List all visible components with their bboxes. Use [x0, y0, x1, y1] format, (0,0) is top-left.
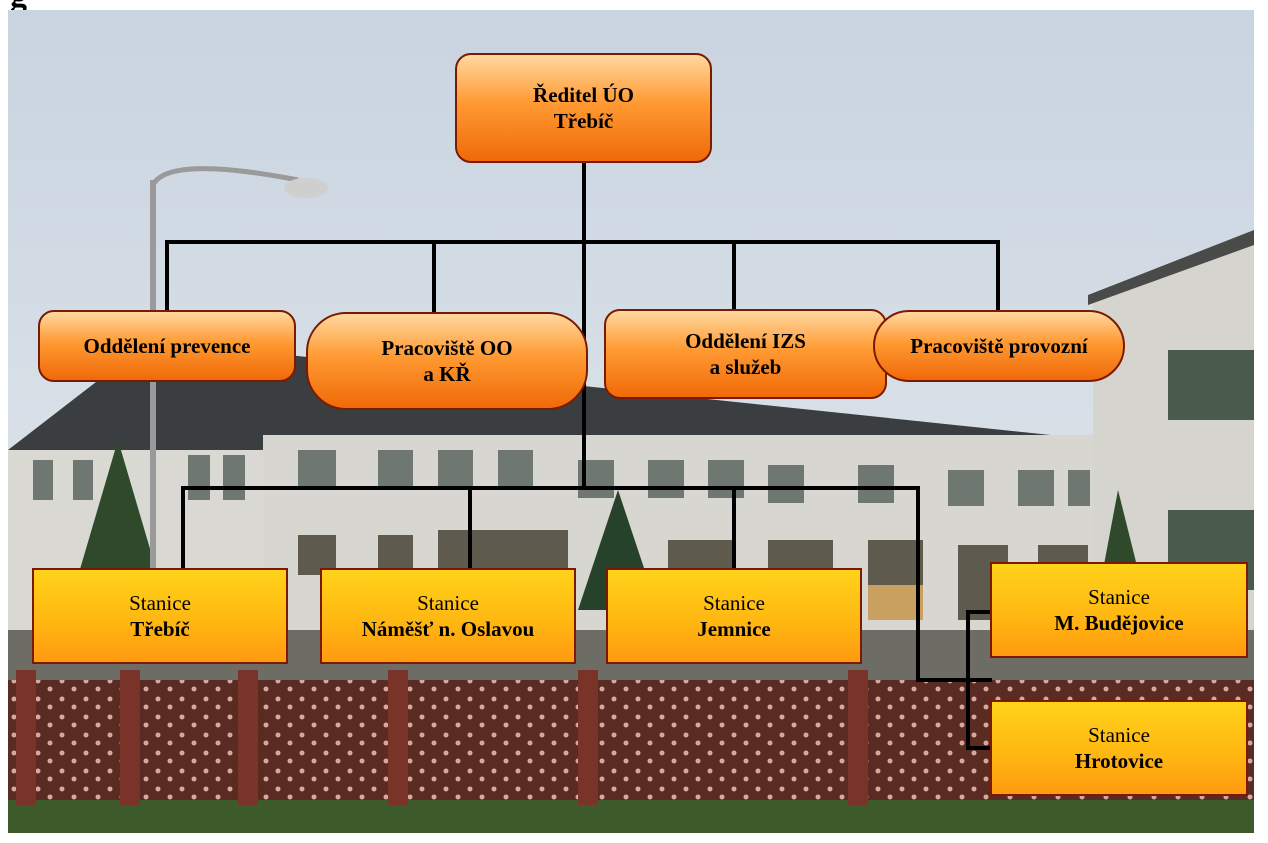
department-oo-kr: Pracoviště OO a KŘ — [306, 312, 588, 410]
station-label: Stanice — [417, 590, 479, 615]
station-namest: Stanice Náměšť n. Oslavou — [320, 568, 576, 664]
station-label: Stanice — [129, 590, 191, 615]
department-label: Oddělení IZS — [685, 328, 806, 353]
station-m-budejovice: Stanice M. Budějovice — [990, 562, 1248, 658]
department-label: Oddělení prevence — [83, 333, 251, 358]
department-label-line2: a KŘ — [423, 362, 471, 386]
station-name: M. Budějovice — [1054, 611, 1184, 635]
station-label: Stanice — [703, 590, 765, 615]
department-label: Pracoviště provozní — [910, 333, 1088, 358]
department-provozni: Pracoviště provozní — [873, 310, 1125, 382]
station-name: Náměšť n. Oslavou — [361, 617, 535, 641]
station-jemnice: Stanice Jemnice — [606, 568, 862, 664]
department-label: Pracoviště OO — [381, 335, 513, 360]
director-title: Ředitel ÚO — [533, 82, 634, 107]
station-hrotovice: Stanice Hrotovice — [990, 700, 1248, 796]
department-label-line2: a služeb — [709, 355, 782, 379]
station-name: Jemnice — [697, 617, 771, 641]
station-label: Stanice — [1088, 722, 1150, 747]
director-box: Ředitel ÚO Třebíč — [455, 53, 712, 163]
station-trebic: Stanice Třebíč — [32, 568, 288, 664]
department-prevence: Oddělení prevence — [38, 310, 296, 382]
station-name: Třebíč — [130, 617, 190, 641]
department-izs: Oddělení IZS a služeb — [604, 309, 887, 399]
station-name: Hrotovice — [1074, 749, 1164, 773]
director-location: Třebíč — [553, 109, 614, 133]
station-label: Stanice — [1088, 584, 1150, 609]
